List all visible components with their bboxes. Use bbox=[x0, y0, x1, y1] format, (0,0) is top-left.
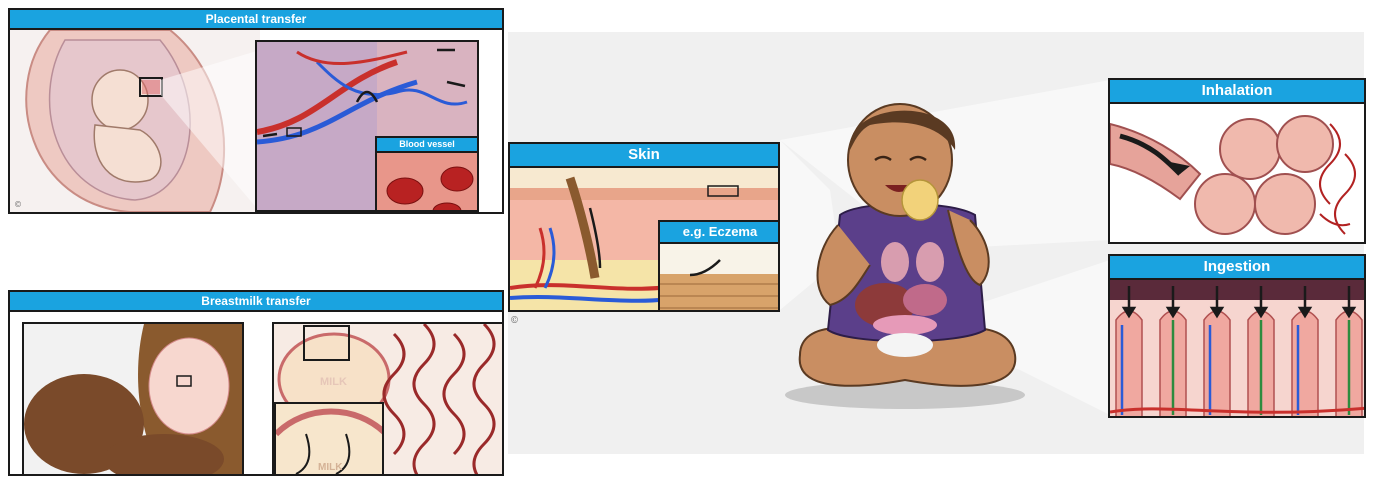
pregnancy-illustration bbox=[10, 30, 260, 212]
red-blood-cells-illustration bbox=[377, 153, 479, 212]
ingestion-title: Ingestion bbox=[1110, 256, 1364, 280]
skin-copyright-mark: © bbox=[510, 316, 519, 326]
eczema-label: e.g. Eczema bbox=[660, 222, 780, 244]
breastfeeding-illustration-frame bbox=[22, 322, 244, 476]
eczema-inset: e.g. Eczema bbox=[658, 220, 780, 312]
inhalation-panel: Inhalation bbox=[1108, 78, 1366, 244]
intestinal-villi-illustration bbox=[1110, 280, 1366, 418]
alveoli-illustration-frame: MILK MILK bbox=[272, 322, 504, 476]
alveoli-inhalation-illustration bbox=[1110, 104, 1366, 244]
placental-transfer-title: Placental transfer bbox=[10, 10, 502, 30]
placental-transfer-panel: Placental transfer Blood vessel bbox=[8, 8, 504, 214]
breastmilk-transfer-panel: Breastmilk transfer MILK bbox=[8, 290, 504, 476]
skin-title: Skin bbox=[510, 144, 778, 168]
eczema-skin-illustration bbox=[660, 244, 780, 312]
blood-vessel-inset: Blood vessel bbox=[375, 136, 479, 212]
placental-copyright-mark: © bbox=[14, 200, 22, 209]
milk-label-bottom: MILK bbox=[318, 462, 342, 473]
milk-label-top: MILK bbox=[320, 376, 347, 388]
blood-vessel-label: Blood vessel bbox=[377, 138, 477, 153]
breastfeeding-illustration bbox=[24, 324, 244, 476]
placenta-zoom-inset: Blood vessel bbox=[255, 40, 479, 212]
inhalation-title: Inhalation bbox=[1110, 80, 1364, 104]
breastmilk-transfer-title: Breastmilk transfer bbox=[10, 292, 502, 312]
skin-panel: Skin e.g. Eczema bbox=[508, 142, 780, 312]
milk-secretion-inset: MILK bbox=[274, 402, 384, 476]
ingestion-panel: Ingestion bbox=[1108, 254, 1366, 418]
